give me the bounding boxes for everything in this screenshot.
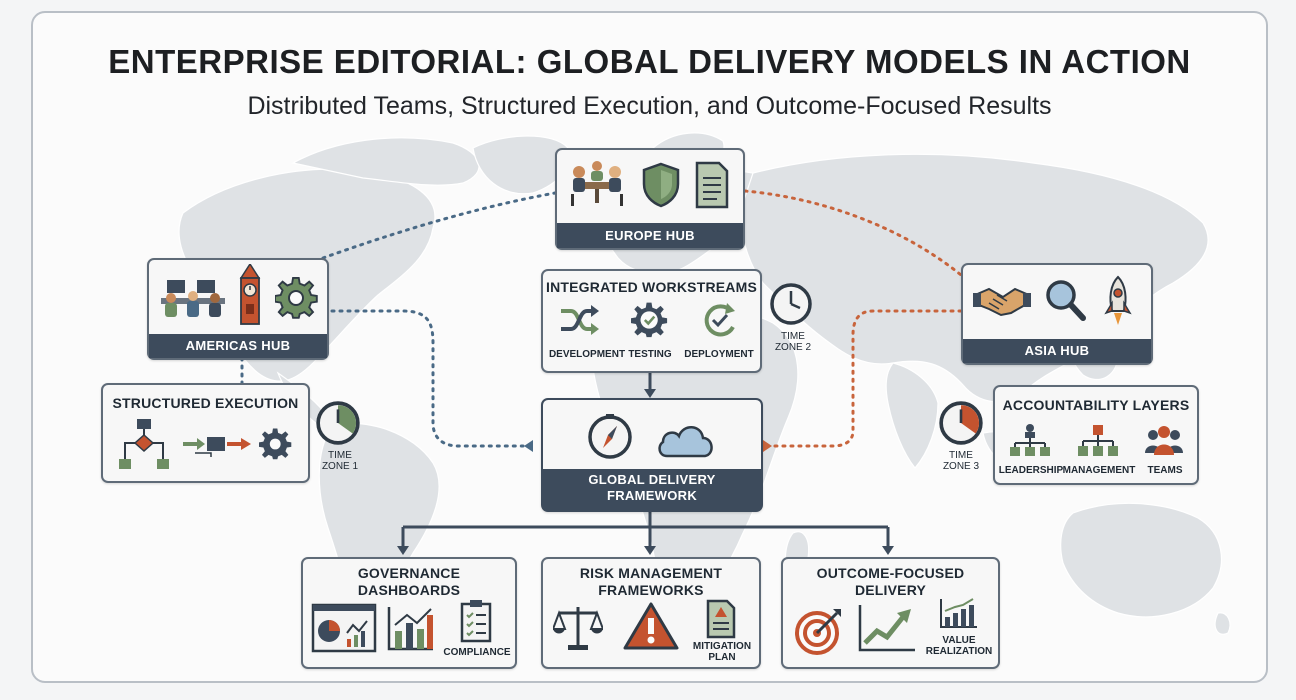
compliance-checklist-icon — [460, 600, 492, 643]
meeting-table-icon — [571, 161, 623, 206]
workstreams-title: INTEGRATED WORKSTREAMS — [545, 279, 758, 295]
shield-icon — [642, 162, 680, 208]
mitigation-plan-icon — [706, 599, 736, 639]
framework-label-line1: GLOBAL DELIVERY — [588, 472, 716, 487]
management-org-icon — [1078, 425, 1118, 456]
accountability-management-label: MANAGEMENT — [1062, 465, 1136, 476]
framework-label-bar: GLOBAL DELIVERY FRAMEWORK — [543, 469, 761, 510]
americas-hub-label: AMERICAS HUB — [149, 334, 327, 358]
risk-title-line1: RISK MANAGEMENT — [579, 565, 723, 581]
leadership-org-icon — [1010, 424, 1050, 456]
risk-mitigation-label-line1: MITIGATION — [692, 641, 752, 652]
testing-gear-icon — [631, 302, 668, 338]
magnifier-icon — [1046, 280, 1086, 321]
framework-label-line2: FRAMEWORK — [606, 488, 698, 503]
accountability-leadership-label: LEADERSHIP — [998, 465, 1064, 476]
europe-hub-card: EUROPE HUB — [555, 148, 745, 250]
bar-chart-icon — [387, 607, 433, 651]
page-title: ENTERPRISE EDITORIAL: GLOBAL DELIVERY MO… — [108, 43, 1191, 80]
risk-management-card: RISK MANAGEMENT FRAMEWORKS MITIGATION PL… — [541, 557, 761, 669]
value-realization-chart-icon — [940, 598, 977, 628]
time-zone-2-label-line1: TIME — [781, 331, 805, 342]
target-icon — [795, 609, 841, 655]
compass-icon — [588, 414, 632, 459]
workstream-testing-label: TESTING — [628, 349, 672, 360]
handshake-icon — [973, 287, 1031, 317]
team-workstation-icon — [161, 280, 225, 317]
time-zone-2-label-line2: ZONE 2 — [774, 342, 812, 353]
document-icon — [695, 161, 729, 209]
outcome-value-label-line1: VALUE — [942, 635, 976, 646]
page-subtitle: Distributed Teams, Structured Execution,… — [247, 92, 1052, 120]
time-zone-3-clock-icon — [939, 401, 983, 445]
outcome-title-line1: OUTCOME-FOCUSED — [816, 565, 965, 581]
outcome-value-label-line2: REALIZATION — [925, 646, 993, 657]
accountability-layers-card: ACCOUNTABILITY LAYERS LEADERSHIP MANAGEM… — [993, 385, 1199, 485]
europe-hub-label: EUROPE HUB — [557, 223, 743, 248]
gear-icon — [275, 276, 318, 319]
time-zone-1-label-line1: TIME — [328, 450, 352, 461]
outcome-focused-card: OUTCOME-FOCUSED DELIVERY VALUE REALIZATI… — [781, 557, 1000, 669]
asia-hub-card: ASIA HUB — [961, 263, 1153, 365]
shuffle-icon — [561, 305, 599, 335]
risk-title-line2: FRAMEWORKS — [598, 582, 704, 598]
teams-people-icon — [1145, 426, 1183, 455]
accountability-title: ACCOUNTABILITY LAYERS — [1002, 397, 1190, 413]
asia-hub-label: ASIA HUB — [963, 339, 1151, 363]
execution-gear-icon — [259, 428, 292, 460]
rocket-icon — [1104, 275, 1132, 325]
time-zone-1-label-line2: ZONE 1 — [321, 461, 359, 472]
governance-dashboards-card: GOVERNANCE DASHBOARDS COMPLIANCE — [301, 557, 517, 669]
governance-title-line1: GOVERNANCE — [357, 565, 461, 581]
global-delivery-framework-card: GLOBAL DELIVERY FRAMEWORK — [541, 398, 763, 512]
time-zone-1-clock-icon — [316, 401, 360, 445]
growth-chart-icon — [858, 605, 915, 652]
scales-icon — [553, 607, 603, 650]
cloud-icon — [658, 426, 713, 458]
workstream-deployment-label: DEPLOYMENT — [684, 349, 754, 360]
infographic-frame: ENTERPRISE EDITORIAL: GLOBAL DELIVERY MO… — [31, 11, 1268, 683]
accountability-teams-label: TEAMS — [1147, 465, 1183, 476]
outcome-title-line2: DELIVERY — [854, 582, 927, 598]
process-arrows-icon — [183, 437, 251, 457]
governance-title-line2: DASHBOARDS — [357, 582, 461, 598]
structured-execution-card: STRUCTURED EXECUTION — [101, 383, 310, 483]
warning-triangle-icon — [623, 602, 679, 650]
time-zone-2-clock-icon — [770, 283, 812, 325]
deployment-cycle-icon — [704, 303, 735, 337]
time-zone-3-label-line1: TIME — [949, 450, 973, 461]
risk-mitigation-label-line2: PLAN — [708, 652, 736, 663]
flowchart-icon — [119, 419, 169, 469]
time-zone-3-label-line2: ZONE 3 — [942, 461, 980, 472]
governance-compliance-label: COMPLIANCE — [443, 647, 511, 658]
integrated-workstreams-card: INTEGRATED WORKSTREAMS DEVELOPMENT TESTI… — [541, 269, 762, 373]
clock-tower-icon — [239, 264, 261, 325]
structured-execution-title: STRUCTURED EXECUTION — [112, 395, 299, 411]
workstream-development-label: DEVELOPMENT — [548, 349, 626, 360]
americas-hub-card: AMERICAS HUB — [147, 258, 329, 360]
dashboard-pie-icon — [311, 603, 377, 653]
